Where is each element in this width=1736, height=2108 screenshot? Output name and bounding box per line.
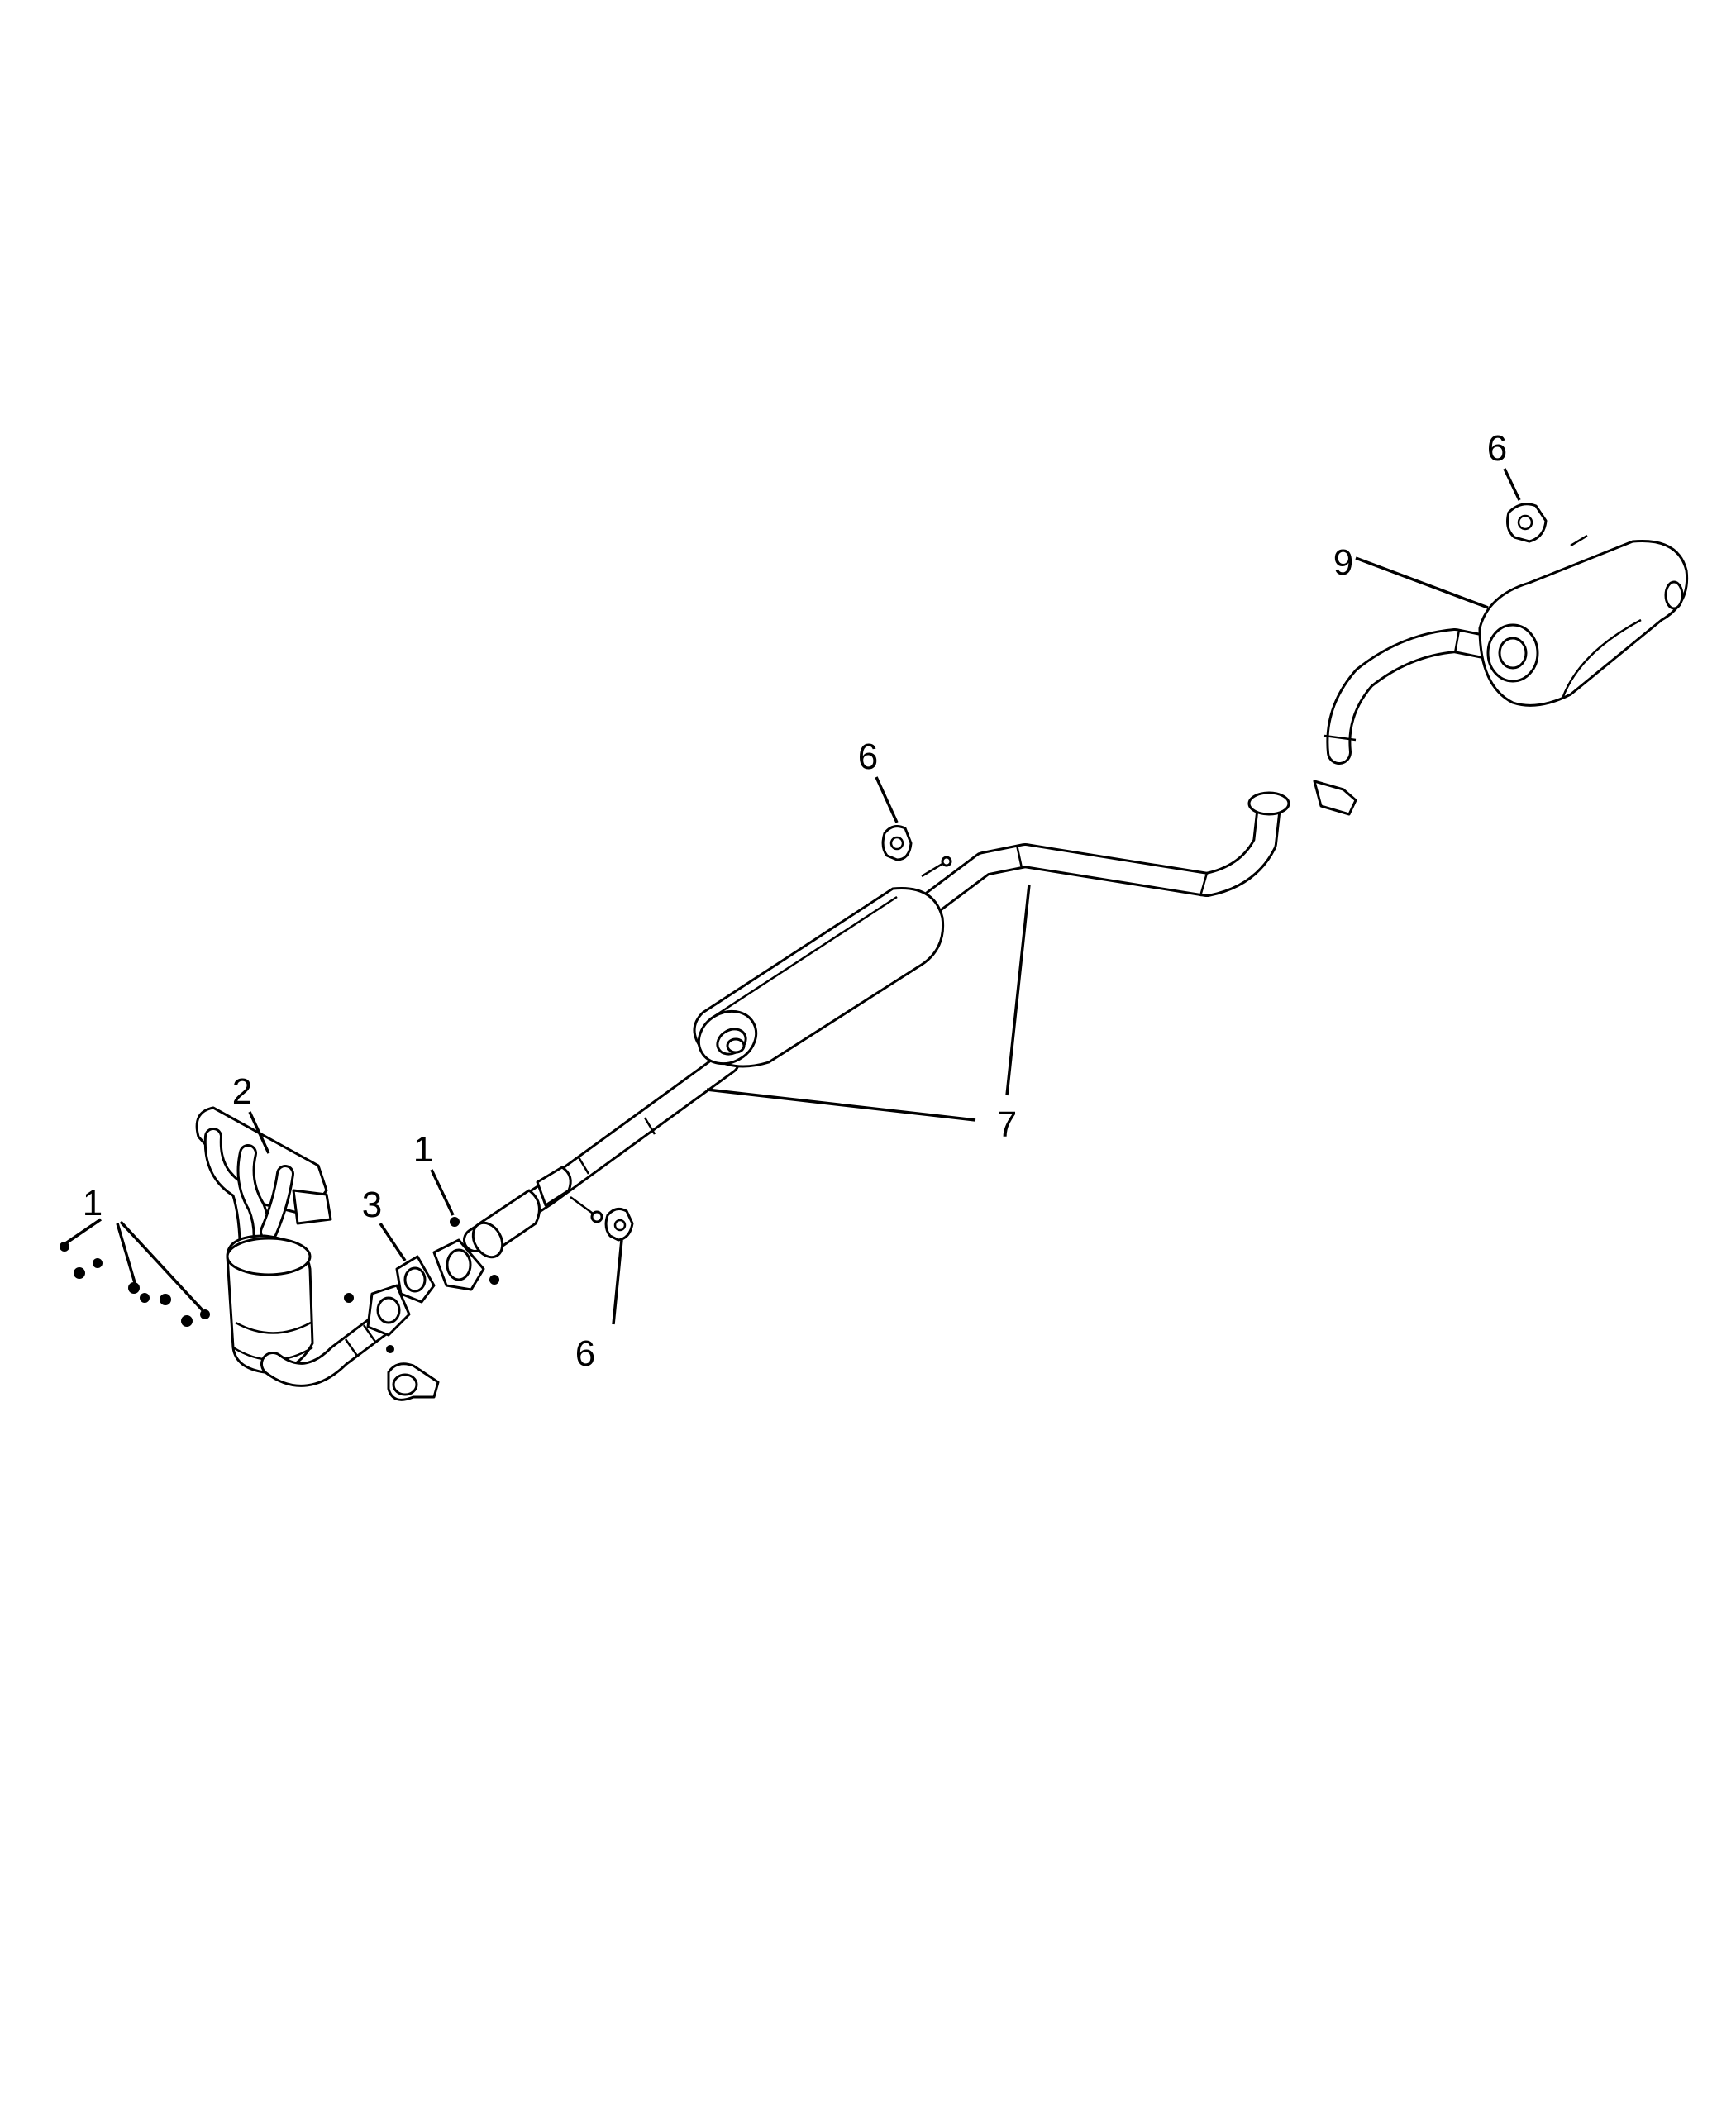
isolator-front — [604, 1207, 634, 1242]
isolator-center — [881, 825, 913, 861]
pipe-clamp — [386, 1345, 440, 1401]
intermediate-pipe-assembly — [463, 791, 1290, 1252]
exhaust-manifold-converter — [195, 1106, 411, 1387]
callout-6-center: 6 — [858, 737, 878, 777]
callout-6-front: 6 — [575, 1333, 595, 1374]
isolator-rear — [1506, 503, 1548, 543]
callout-6-rear: 6 — [1487, 428, 1507, 469]
leader-lines — [64, 468, 1521, 1325]
front-flange — [432, 1217, 499, 1291]
callout-9: 9 — [1333, 542, 1353, 583]
nuts-group — [60, 1242, 210, 1327]
callout-2: 2 — [232, 1071, 252, 1112]
center-muffler — [693, 856, 952, 1068]
callout-7: 7 — [997, 1104, 1017, 1145]
callout-3: 3 — [362, 1185, 382, 1225]
rear-muffler — [1313, 534, 1689, 816]
flex-pipe-section — [471, 1157, 603, 1259]
callout-labels: 1 1 2 3 6 6 6 7 9 — [83, 428, 1507, 1374]
callout-1-flange: 1 — [413, 1129, 433, 1170]
callout-1-left: 1 — [83, 1183, 103, 1223]
flange-gasket — [395, 1255, 436, 1304]
